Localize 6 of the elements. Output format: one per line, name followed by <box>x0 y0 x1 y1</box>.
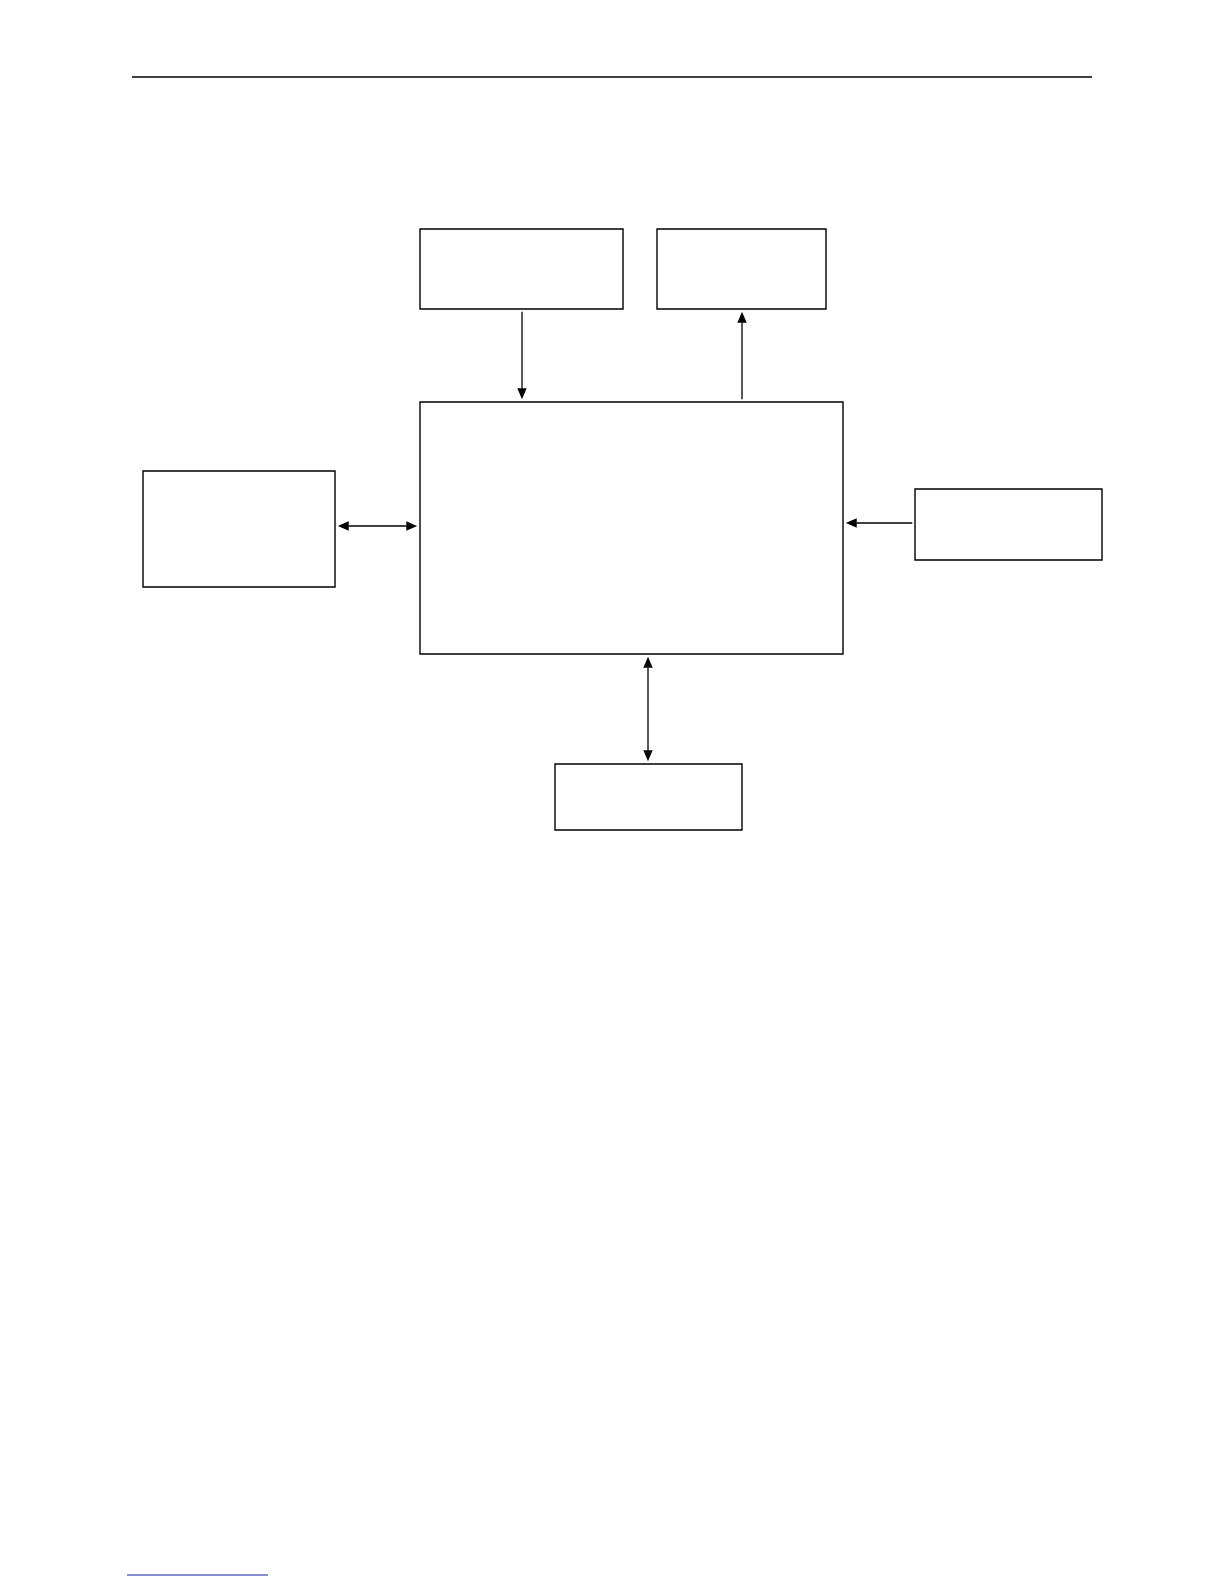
block-box <box>656 228 827 310</box>
block-box <box>914 488 1103 561</box>
block-box <box>419 401 844 655</box>
block-box <box>554 763 743 831</box>
block-box <box>419 228 624 310</box>
block-box <box>142 470 336 588</box>
